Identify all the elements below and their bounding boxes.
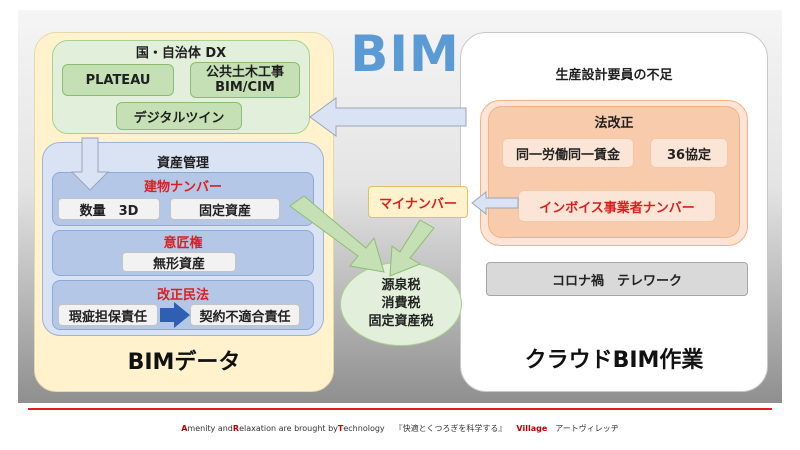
building-number-heading: 建物ナンバー: [143, 179, 222, 195]
tax-withholding: 源泉税: [381, 278, 421, 293]
footer-a-rest: menity and: [187, 423, 233, 433]
my-number-box: マイナンバー: [368, 186, 468, 218]
arrow-shortage-to-twin: [309, 97, 467, 137]
civil-line1: 公共土木工事: [205, 65, 284, 80]
arrow-mynumber-to-tax: [389, 219, 435, 277]
tax-consumption: 消費税: [381, 296, 421, 311]
agreement-36-box: 36協定: [650, 138, 728, 168]
footer-divider: [28, 408, 772, 410]
arrow-assets-to-tax: [289, 195, 385, 273]
footer-company: アートヴィレッヂ: [555, 423, 619, 433]
civil-line2: BIM/CIM: [215, 80, 275, 95]
tax-fixed-asset: 固定資産税: [368, 314, 434, 329]
fixed-assets-box: 固定資産: [170, 198, 280, 220]
plateau-box: PLATEAU: [62, 64, 174, 96]
gov-dx-heading: 国・自治体 DX: [135, 45, 227, 61]
law-change-heading: 法改正: [594, 115, 634, 131]
arrow-defect-to-conformity: [160, 302, 190, 328]
arrow-dx-to-assets: [70, 137, 110, 191]
cloud-bim-label: クラウドBIM作業: [524, 348, 704, 373]
footer-a: A: [181, 423, 188, 433]
defect-liability-box: 瑕疵担保責任: [58, 304, 158, 326]
intangible-assets-box: 無形資産: [122, 252, 236, 272]
invoice-number-box: インボイス事業者ナンバー: [518, 190, 716, 222]
civil-code-heading: 改正民法: [156, 287, 209, 303]
footer-village: Village: [516, 423, 548, 433]
design-right-heading: 意匠権: [163, 235, 203, 251]
footer-t-rest: echnology: [343, 423, 385, 433]
arrow-invoice-to-mynumber: [471, 190, 519, 216]
equal-pay-box: 同一労働同一賃金: [502, 138, 634, 168]
footer-t: T: [337, 423, 344, 433]
page-title: BIM: [350, 25, 460, 83]
asset-management-heading: 資産管理: [156, 155, 209, 171]
covid-telework-box: コロナ禍 テレワーク: [486, 262, 748, 296]
civil-bim-cim-box: 公共土木工事 BIM/CIM: [190, 62, 300, 98]
quantity-3d-box: 数量 3D: [58, 198, 160, 220]
footer-motto: 『快適とくつろぎを科学する』: [394, 423, 507, 433]
tax-circle: 源泉税 消費税 固定資産税: [340, 262, 462, 346]
shortage-heading: 生産設計要員の不足: [555, 67, 673, 83]
bim-data-label: BIMデータ: [127, 350, 241, 375]
footer-r-rest: elaxation are brought by: [239, 423, 338, 433]
conformity-liability-box: 契約不適合責任: [190, 304, 300, 326]
digital-twin-box: デジタルツイン: [116, 102, 242, 130]
footer-r: R: [232, 423, 240, 433]
